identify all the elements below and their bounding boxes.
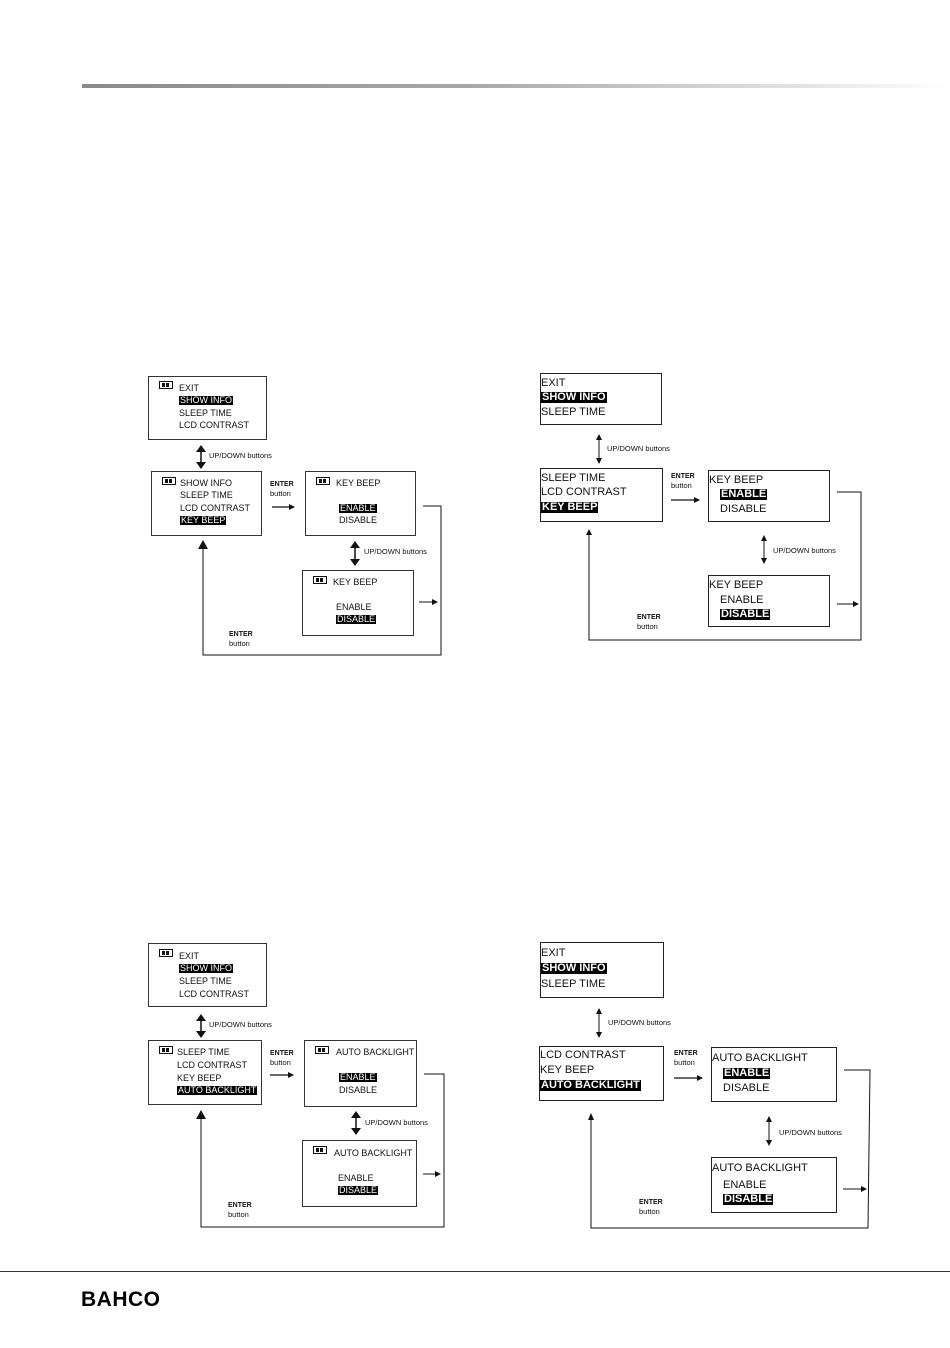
option-title: KEY BEEP [333, 577, 378, 587]
menu-item: LCD CONTRAST [180, 503, 251, 513]
scrolled-menu-screen: SLEEP TIME LCD CONTRAST KEY BEEP AUTO BA… [148, 1040, 262, 1105]
option-screen-disable: KEY BEEP ENABLE DISABLE [708, 575, 830, 627]
menu-item: SLEEP TIME [179, 408, 232, 418]
menu-item: SLEEP TIME [541, 978, 606, 990]
updown-label: UP/DOWN buttons [779, 1128, 842, 1137]
scrolled-menu-screen: LCD CONTRAST KEY BEEP AUTO BACKLIGHT [539, 1046, 664, 1101]
menu-item-selected: KEY BEEP [541, 501, 599, 513]
option-screen-enable: AUTO BACKLIGHT ENABLE DISABLE [711, 1047, 837, 1102]
menu-item-selected: SHOW INFO [179, 963, 233, 973]
option-screen-enable: AUTO BACKLIGHT ENABLE DISABLE [304, 1040, 417, 1107]
option-screen-disable: AUTO BACKLIGHT ENABLE DISABLE [711, 1157, 837, 1213]
option-selected: ENABLE [723, 1067, 771, 1079]
option: ENABLE [723, 1179, 767, 1191]
menu-item-selected: SHOW INFO [541, 962, 607, 974]
brand-logo: BAHCO [81, 1288, 161, 1311]
menu-item: EXIT [541, 947, 566, 959]
option: DISABLE [339, 515, 378, 525]
option-title: KEY BEEP [709, 579, 764, 591]
updown-label: UP/DOWN buttons [608, 1018, 671, 1027]
menu-item-selected: AUTO BACKLIGHT [540, 1079, 641, 1091]
updown-label: UP/DOWN buttons [209, 1020, 272, 1029]
battery-icon [162, 477, 176, 485]
scrolled-menu-screen: SLEEP TIME LCD CONTRAST KEY BEEP [540, 468, 663, 522]
option-selected: ENABLE [720, 488, 768, 500]
menu-item-selected: AUTO BACKLIGHT [177, 1085, 258, 1095]
option: DISABLE [720, 503, 767, 515]
scrolled-menu-screen: SHOW INFO SLEEP TIME LCD CONTRAST KEY BE… [151, 471, 262, 536]
menu-item: SLEEP TIME [541, 472, 606, 484]
menu-item: KEY BEEP [540, 1064, 595, 1076]
option-title: AUTO BACKLIGHT [712, 1052, 808, 1064]
option: DISABLE [723, 1082, 770, 1094]
option-selected: ENABLE [339, 503, 377, 513]
updown-label: UP/DOWN buttons [607, 444, 670, 453]
menu-item: SHOW INFO [180, 478, 232, 488]
menu-item-selected: SHOW INFO [179, 395, 233, 405]
header-rule [82, 84, 950, 88]
option-selected: DISABLE [720, 608, 771, 620]
option: ENABLE [720, 594, 764, 606]
menu-item: SLEEP TIME [177, 1047, 230, 1057]
option: ENABLE [338, 1173, 374, 1183]
menu-item: LCD CONTRAST [177, 1060, 248, 1070]
footer-rule [0, 1271, 950, 1272]
menu-item: EXIT [179, 951, 200, 961]
updown-label: UP/DOWN buttons [773, 546, 836, 555]
menu-item-selected: SHOW INFO [541, 391, 607, 403]
battery-icon [313, 1146, 327, 1154]
option: DISABLE [339, 1085, 378, 1095]
main-menu-screen: EXIT SHOW INFO SLEEP TIME LCD CONTRAST [148, 943, 267, 1007]
menu-item: EXIT [179, 383, 200, 393]
option-title: KEY BEEP [709, 474, 764, 486]
option-title: AUTO BACKLIGHT [712, 1162, 808, 1174]
battery-icon [159, 381, 173, 389]
option-title: AUTO BACKLIGHT [334, 1148, 413, 1158]
menu-item: KEY BEEP [177, 1073, 222, 1083]
option-title: KEY BEEP [336, 478, 381, 488]
menu-item: SLEEP TIME [541, 406, 606, 418]
updown-label: UP/DOWN buttons [364, 547, 427, 556]
menu-item: LCD CONTRAST [540, 1049, 626, 1061]
option-selected: ENABLE [339, 1072, 377, 1082]
option-screen-disable: AUTO BACKLIGHT ENABLE DISABLE [302, 1140, 417, 1207]
main-menu-screen: EXIT SHOW INFO SLEEP TIME [540, 942, 664, 998]
main-menu-screen: EXIT SHOW INFO SLEEP TIME LCD CONTRAST [148, 376, 267, 440]
updown-label: UP/DOWN buttons [365, 1118, 428, 1127]
option-title: AUTO BACKLIGHT [336, 1047, 415, 1057]
menu-item: EXIT [541, 377, 566, 389]
updown-label: UP/DOWN buttons [209, 451, 272, 460]
battery-icon [159, 1046, 173, 1054]
battery-icon [316, 477, 330, 485]
menu-item-selected: KEY BEEP [180, 515, 227, 525]
option-screen-disable: KEY BEEP ENABLE DISABLE [302, 570, 414, 636]
option-selected: DISABLE [336, 614, 377, 624]
option: ENABLE [336, 602, 372, 612]
menu-item: LCD CONTRAST [179, 989, 250, 999]
option-screen-enable: KEY BEEP ENABLE DISABLE [305, 471, 416, 536]
option-screen-enable: KEY BEEP ENABLE DISABLE [708, 470, 830, 522]
battery-icon [315, 1046, 329, 1054]
menu-item: LCD CONTRAST [179, 420, 250, 430]
main-menu-screen: EXIT SHOW INFO SLEEP TIME [540, 373, 662, 425]
menu-item: LCD CONTRAST [541, 486, 627, 498]
battery-icon [313, 576, 327, 584]
option-selected: DISABLE [723, 1193, 774, 1205]
option-selected: DISABLE [338, 1185, 379, 1195]
menu-item: SLEEP TIME [180, 490, 233, 500]
battery-icon [159, 949, 173, 957]
menu-item: SLEEP TIME [179, 976, 232, 986]
